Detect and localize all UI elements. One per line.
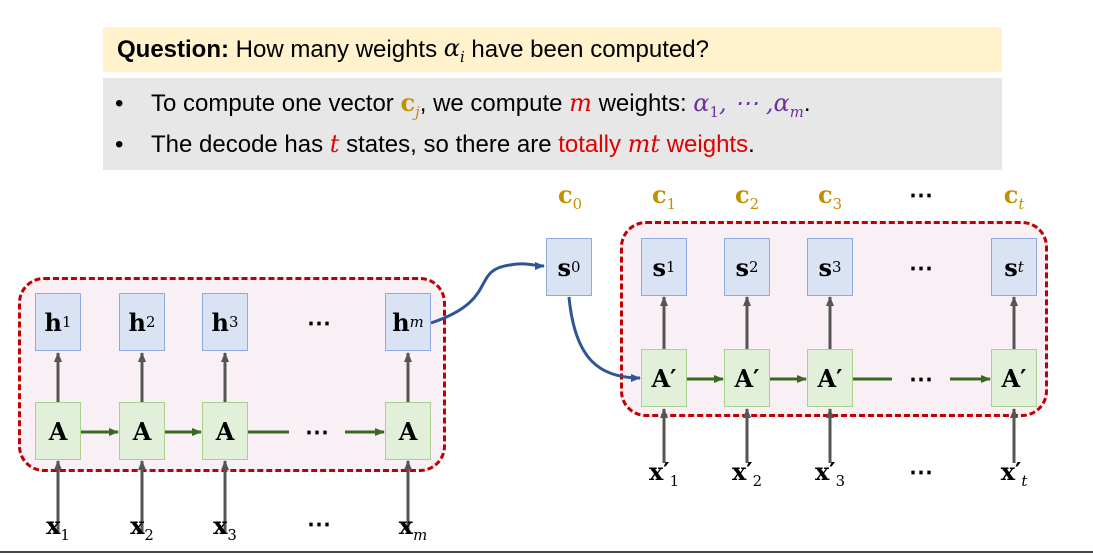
encoder-cell-m: A <box>385 402 431 460</box>
arrow-s0-A1prime <box>567 296 641 382</box>
encoder-input-ellipsis: ⋯ <box>307 509 331 538</box>
input-x1: x1 <box>46 511 70 544</box>
decoder-input-x1prime: x′1 <box>648 457 680 490</box>
encoder-cell-ellipsis: ⋯ <box>305 417 329 446</box>
encoder-cell-2: A <box>119 402 165 460</box>
context-c0: c0 <box>557 180 583 213</box>
question-prefix: Question: <box>117 35 229 63</box>
encoder-cell-1: A <box>35 402 81 460</box>
encoder-cell-3: A <box>202 402 248 460</box>
context-vector-cj: cj <box>400 88 420 121</box>
decoder-input-x3prime: x′3 <box>814 457 846 490</box>
decoder-cell-1: A′ <box>641 349 687 407</box>
decoder-cell-ellipsis: ⋯ <box>909 364 933 393</box>
context-ellipsis: ⋯ <box>909 180 933 209</box>
bullet-item-1: •To compute one vector cj, we compute m … <box>115 88 811 121</box>
decoder-state-ellipsis: ⋯ <box>909 253 933 282</box>
alpha-range: α1, ⋯ ,αm <box>693 89 804 121</box>
arrow-hm-s0 <box>430 261 545 325</box>
question-banner: Question: How many weights αi have been … <box>103 27 1002 72</box>
input-x2: x2 <box>130 511 154 544</box>
input-x3: x3 <box>213 511 237 544</box>
context-c3: c3 <box>817 180 843 213</box>
input-xm: xm <box>398 511 428 544</box>
question-alpha-symbol: αi <box>443 33 465 66</box>
question-text-before: How many weights <box>235 35 438 63</box>
context-c2: c2 <box>734 180 760 213</box>
decoder-input-x2prime: x′2 <box>731 457 763 490</box>
context-c1: c1 <box>651 180 677 213</box>
decoder-cell-2: A′ <box>724 349 770 407</box>
decoder-input-ellipsis: ⋯ <box>909 457 933 486</box>
bullet-item-2: •The decode has t states, so there are t… <box>115 130 755 158</box>
decoder-input-xtprime: x′t <box>1000 457 1028 490</box>
explanation-box: •To compute one vector cj, we compute m … <box>103 78 1002 170</box>
decoder-cell-3: A′ <box>807 349 853 407</box>
decoder-cell-t: A′ <box>991 349 1037 407</box>
context-ct: ct <box>1003 180 1025 213</box>
encoder-hidden-ellipsis: ⋯ <box>307 308 331 337</box>
question-text-after: have been computed? <box>471 35 709 63</box>
